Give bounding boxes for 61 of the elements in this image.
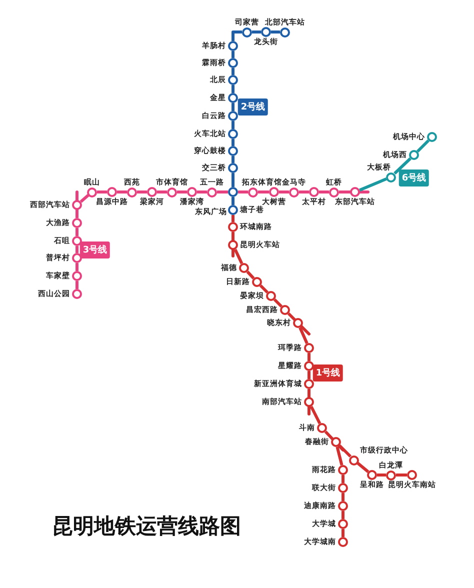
metro-line [416,139,430,153]
metro-line [377,474,386,476]
metro-line [246,270,255,280]
metro-line [232,139,234,146]
metro-line [356,462,370,473]
metro-line [197,190,207,194]
metro-line [298,327,308,344]
map-title: 昆明地铁运营线路图 [52,513,241,540]
metro-line [232,173,234,187]
metro-line [76,246,78,253]
metro-line [157,190,167,194]
metro-line [234,248,244,264]
metro-line [252,30,261,34]
metro-line [137,190,147,194]
metro-line [232,103,234,111]
metro-line [336,446,344,466]
metro-line [232,85,234,93]
metro-line [238,190,248,194]
metro-line [339,190,370,194]
metro-line [76,281,78,289]
metro-line [177,190,187,194]
line-badge: 1号线 [312,364,344,382]
metro-line [232,232,234,258]
line-badge: 2号线 [238,98,268,116]
metro-line [342,475,344,483]
metro-line [217,190,228,194]
metro-line [232,156,234,163]
metro-line [80,194,90,203]
metro-line [342,493,344,501]
metro-line [394,157,412,175]
metro-line [324,430,344,452]
metro-line [342,529,344,537]
line-badge: 6号线 [398,170,430,186]
metro-line [271,30,280,34]
metro-line [232,197,234,205]
metro-line [342,511,344,519]
metro-line [76,228,78,236]
metro-line [232,30,242,41]
metro-line [232,51,234,58]
metro-line [287,312,310,336]
metro-line [308,353,310,361]
metro-line [259,284,269,294]
metro-line [308,389,310,416]
metro-line [319,190,329,194]
metro-line [97,190,107,194]
metro-line [273,298,283,308]
metro-line [232,121,234,129]
metro-line [396,474,407,476]
metro-line [299,190,309,194]
metro-line [76,263,78,271]
metro-line [232,215,234,222]
metro-line [117,190,127,194]
metro-line [76,190,78,218]
metro-line [279,190,289,194]
metro-line [232,68,234,75]
metro-line [308,371,310,379]
metro-line [359,178,387,192]
metro-line [338,444,352,458]
line-badge: 3号线 [80,242,110,258]
metro-line [258,190,269,194]
metro-line [310,406,322,424]
